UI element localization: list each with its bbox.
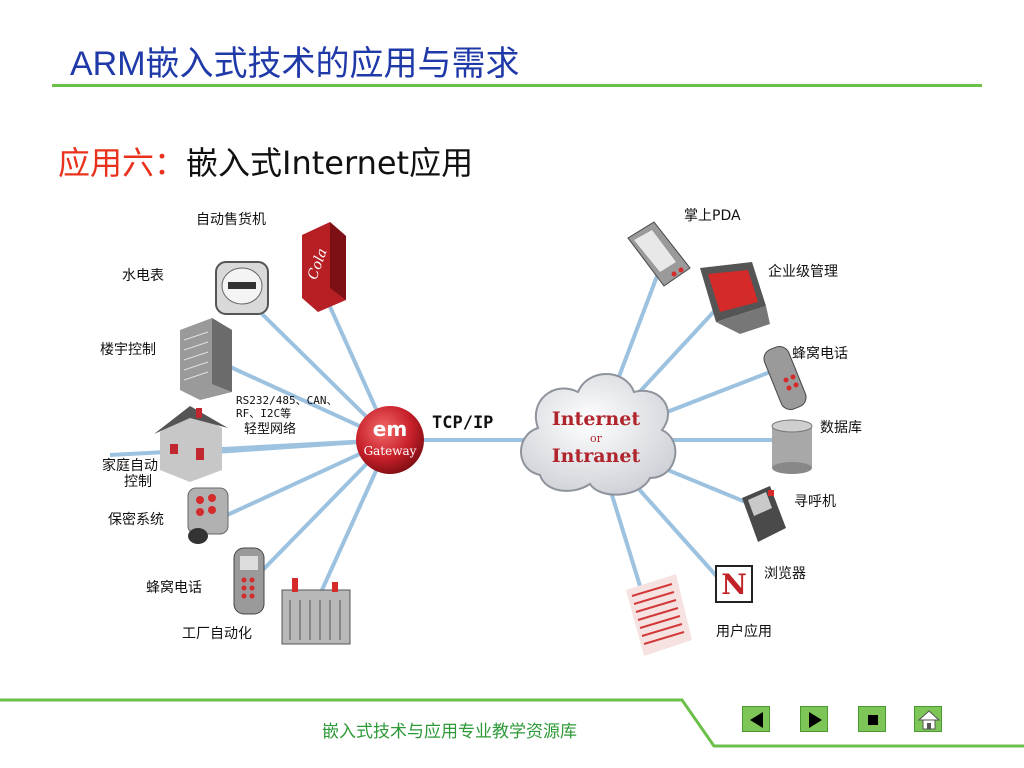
binary-code-icon [626, 574, 692, 656]
cloud-or-text: or [590, 432, 603, 445]
home-icon [917, 710, 941, 730]
security-keypad-icon [187, 487, 229, 544]
label-pda: 掌上PDA [684, 208, 741, 224]
label-enterprise: 企业级管理 [768, 263, 838, 280]
hub-gateway-text: Gateway [364, 444, 417, 458]
database-icon [771, 419, 813, 474]
label-vending: 自动售货机 [196, 211, 266, 228]
cloud-intranet-text: Intranet [552, 445, 641, 467]
bus-note-line1: RS232/485、CAN、 [236, 394, 337, 407]
em-gateway-hub: em Gateway [356, 406, 424, 474]
arrow-right-icon [809, 712, 822, 728]
stop-square-icon [868, 715, 878, 725]
factory-icon [281, 578, 351, 645]
building-icon [180, 318, 232, 400]
label-home-line1: 家庭自动 [102, 457, 158, 474]
right-cellphone-icon [763, 345, 807, 411]
label-user-app: 用户应用 [716, 623, 772, 640]
slide-title: ARM嵌入式技术的应用与需求 [70, 45, 520, 83]
label-building: 楼宇控制 [100, 342, 156, 358]
bus-note-line2: RF、I2C等 [236, 406, 291, 420]
bus-note-line3: 轻型网络 [244, 421, 296, 437]
subtitle-rest: 嵌入式Internet应用 [186, 144, 474, 182]
label-left-cellphone: 蜂窝电话 [146, 579, 202, 596]
label-database: 数据库 [820, 420, 862, 436]
house-icon [154, 406, 228, 482]
browser-logo-text: N [721, 568, 747, 601]
label-pager: 寻呼机 [794, 494, 836, 510]
computer-monitor-icon [700, 262, 770, 334]
browser-icon: N [715, 565, 753, 603]
slide-subtitle: 应用六：嵌入式Internet应用 [58, 138, 473, 184]
next-slide-button[interactable] [800, 706, 828, 732]
internet-cloud: Internet or Intranet [520, 373, 677, 496]
home-button[interactable] [914, 706, 942, 732]
label-factory: 工厂自动化 [182, 626, 252, 642]
label-home-line2: 控制 [124, 474, 152, 490]
subtitle-lead: 应用六： [58, 144, 187, 182]
arrow-left-icon [750, 712, 763, 728]
cloud-internet-text: Internet [552, 408, 640, 430]
hub-em-text: em [373, 417, 407, 441]
label-meter: 水电表 [122, 268, 164, 284]
stop-button[interactable] [858, 706, 886, 732]
label-security: 保密系统 [108, 511, 164, 528]
pager-icon [742, 486, 786, 542]
label-right-cellphone: 蜂窝电话 [792, 345, 848, 362]
tcpip-label: TCP/IP [432, 413, 493, 433]
label-browser: 浏览器 [764, 566, 806, 582]
title-divider [52, 84, 982, 87]
footer-divider [0, 698, 1024, 748]
electric-meter-icon [215, 261, 269, 315]
vending-machine-icon: Cola [302, 222, 346, 312]
left-cellphone-icon [233, 547, 265, 615]
footer-label: 嵌入式技术与应用专业教学资源库 [322, 722, 577, 742]
pda-icon [627, 221, 691, 287]
prev-slide-button[interactable] [742, 706, 770, 732]
